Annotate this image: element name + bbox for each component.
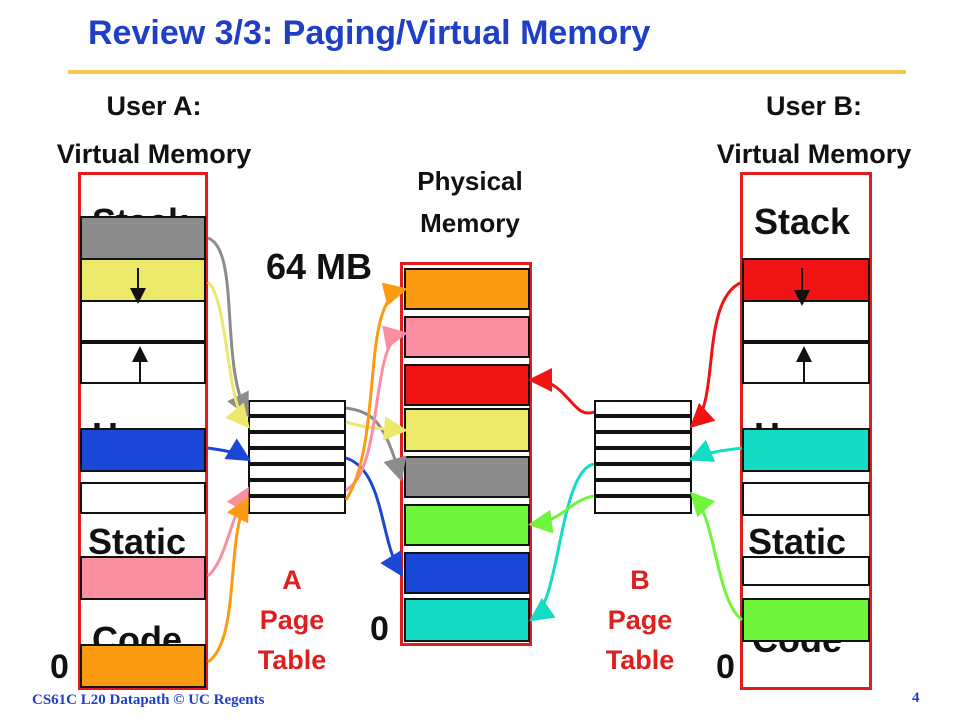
a-orange-to-pt-arrow xyxy=(207,496,249,664)
a-gray-to-pt-arrow xyxy=(207,236,249,418)
b-pt-to-phys-cyan-arrow xyxy=(529,462,595,622)
b-cyan-to-pt-arrow xyxy=(688,439,743,462)
a-page-gray xyxy=(80,216,206,260)
b-pt-line2: Page xyxy=(607,605,673,635)
b-page-table-label: B Page Table xyxy=(590,560,690,680)
footer-text: CS61C L20 Datapath © UC Regents xyxy=(32,692,265,708)
a-static-label: Static xyxy=(88,521,187,562)
a-pt-line1: A xyxy=(282,565,302,595)
phys-page-gray xyxy=(404,456,530,498)
a-pt-to-phys-yellow-arrow xyxy=(345,416,408,441)
b-pt-to-phys-green-arrow xyxy=(528,494,595,534)
b-pt-line3: Table xyxy=(605,645,675,675)
b-pte-5 xyxy=(594,480,692,496)
b-pt-line1: B xyxy=(630,565,650,595)
b-zero-label: 0 xyxy=(716,648,735,686)
b-stack-label: Stack xyxy=(754,201,851,242)
phys-page-pink xyxy=(404,316,530,358)
b-green-to-pt-arrow xyxy=(689,491,743,622)
phys-page-blue xyxy=(404,552,530,594)
b-page-green xyxy=(742,598,870,642)
a-pt-to-phys-orange-arrow xyxy=(344,282,408,501)
b-pt-to-phys-red-arrow xyxy=(528,368,595,415)
title-underline xyxy=(68,70,906,74)
b-static-label: Static xyxy=(748,521,847,562)
phys-page-cyan xyxy=(404,598,530,642)
physical-64mb-label: 64 MB xyxy=(266,246,373,287)
user-a-line2: Virtual Memory xyxy=(56,139,252,169)
a-pt-to-phys-blue-arrow xyxy=(345,456,404,578)
physical-zero-label: 0 xyxy=(370,610,389,648)
b-page-table xyxy=(594,400,692,514)
a-pink-to-pt-arrow xyxy=(206,486,249,578)
a-pte-6 xyxy=(248,496,346,514)
a-page-empty-3 xyxy=(80,482,206,514)
physical-line1: Physical xyxy=(417,166,523,196)
a-pte-4 xyxy=(248,464,346,480)
slide-title: Review 3/3: Paging/Virtual Memory xyxy=(88,14,651,52)
user-b-line2: Virtual Memory xyxy=(716,139,912,169)
a-pt-line3: Table xyxy=(257,645,327,675)
a-yellow-to-pt-arrow xyxy=(206,280,250,429)
a-page-pink xyxy=(80,556,206,600)
physical-memory-header: Physical Memory xyxy=(380,160,560,244)
a-blue-to-pt-arrow xyxy=(207,438,252,462)
b-page-empty-4 xyxy=(742,556,870,586)
a-zero-label: 0 xyxy=(50,648,69,686)
user-b-line1: User B: xyxy=(765,91,863,121)
b-page-empty-3 xyxy=(742,482,870,516)
physical-line2: Memory xyxy=(420,208,520,238)
user-a-line1: User A: xyxy=(106,91,202,121)
page-number: 4 xyxy=(912,690,920,706)
b-pte-4 xyxy=(594,464,692,480)
a-pt-line2: Page xyxy=(259,605,325,635)
phys-page-orange xyxy=(404,268,530,310)
a-page-table-label: A Page Table xyxy=(242,560,342,680)
a-page-blue xyxy=(80,428,206,472)
a-pt-to-phys-gray-arrow xyxy=(345,406,407,482)
user-a-header: User A: Virtual Memory xyxy=(18,82,290,178)
a-pte-5 xyxy=(248,480,346,496)
a-page-orange xyxy=(80,644,206,688)
b-red-to-pt-arrow xyxy=(689,280,743,429)
user-b-header: User B: Virtual Memory xyxy=(678,82,950,178)
b-page-cyan xyxy=(742,428,870,472)
